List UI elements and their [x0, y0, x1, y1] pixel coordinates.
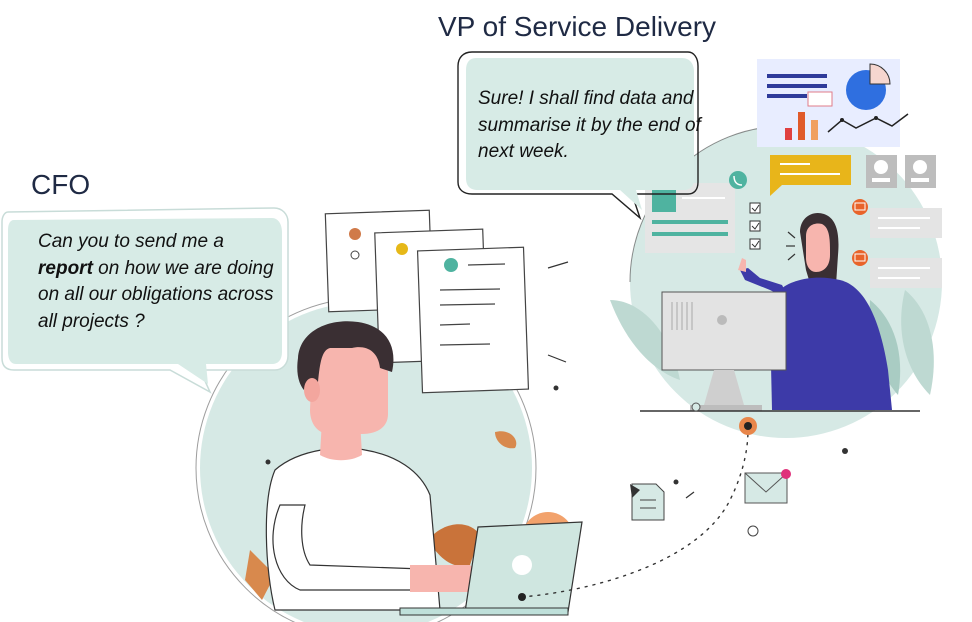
vp-speech-bubble [457, 51, 699, 221]
vp-shirt [770, 277, 892, 410]
cfo-person [265, 321, 476, 611]
dashboard-line [827, 113, 909, 133]
plant-leaf [901, 290, 934, 395]
dashboard-bar [785, 128, 792, 140]
decor-dot [553, 385, 559, 391]
decor-dot [265, 459, 271, 465]
vp-role-title: VP of Service Delivery [438, 11, 717, 42]
phone-icon [729, 171, 747, 189]
dashboard-card [757, 59, 909, 147]
laptop-base [399, 607, 569, 616]
cfo-role-title: CFO [31, 169, 91, 200]
notification-dot [781, 469, 791, 479]
mail-icon [852, 199, 868, 215]
vp-message: Sure! I shall find data and summarise it… [478, 88, 701, 162]
cfo-face [310, 333, 388, 434]
cfo-arm [272, 504, 451, 591]
document-middle-dot [396, 243, 408, 255]
orange-leaf [428, 524, 480, 567]
yellow-message-card [770, 155, 851, 196]
cfo-hand [410, 565, 476, 592]
vp-person [738, 212, 892, 410]
document-back-radio [350, 250, 360, 260]
monitor-screen [661, 291, 787, 371]
cfo-message: Can you to send me a report on how we ar… [38, 229, 278, 335]
document-front [416, 246, 530, 394]
vp-face [806, 223, 830, 272]
decor-dash [547, 261, 569, 269]
document-stack [324, 209, 530, 394]
decor-dash [685, 491, 695, 499]
connection-start-dot [518, 593, 526, 601]
cfo-speech-bubble [1, 207, 289, 394]
document-back-dot [349, 228, 361, 240]
dashboard-bar [798, 112, 805, 140]
cfo-hair [297, 321, 394, 392]
orange-leaf [245, 550, 275, 600]
orange-leaf [495, 431, 517, 449]
profile-cards [866, 155, 936, 188]
vp-monitor [661, 291, 787, 411]
decor-dot [673, 479, 679, 485]
decor-dot [842, 448, 848, 454]
document-front-dot [444, 258, 458, 272]
monitor-stand [704, 370, 744, 405]
plant-leaf [869, 300, 901, 395]
cfo-message-part1: Can you to send me a [38, 231, 224, 252]
envelope-icon [744, 469, 791, 504]
laptop [399, 521, 583, 616]
dashboard-bar [811, 120, 818, 140]
decor-ring [747, 525, 759, 537]
laptop-logo [512, 555, 532, 575]
decor-dash [547, 354, 567, 363]
vp-hand [738, 258, 746, 272]
mail-icon [852, 250, 868, 266]
cfo-message-part2: on how we are doing on all our obligatio… [38, 257, 274, 332]
notification-cards [852, 199, 942, 288]
cfo-message-bold: report [38, 257, 93, 279]
document-icon [630, 483, 665, 521]
